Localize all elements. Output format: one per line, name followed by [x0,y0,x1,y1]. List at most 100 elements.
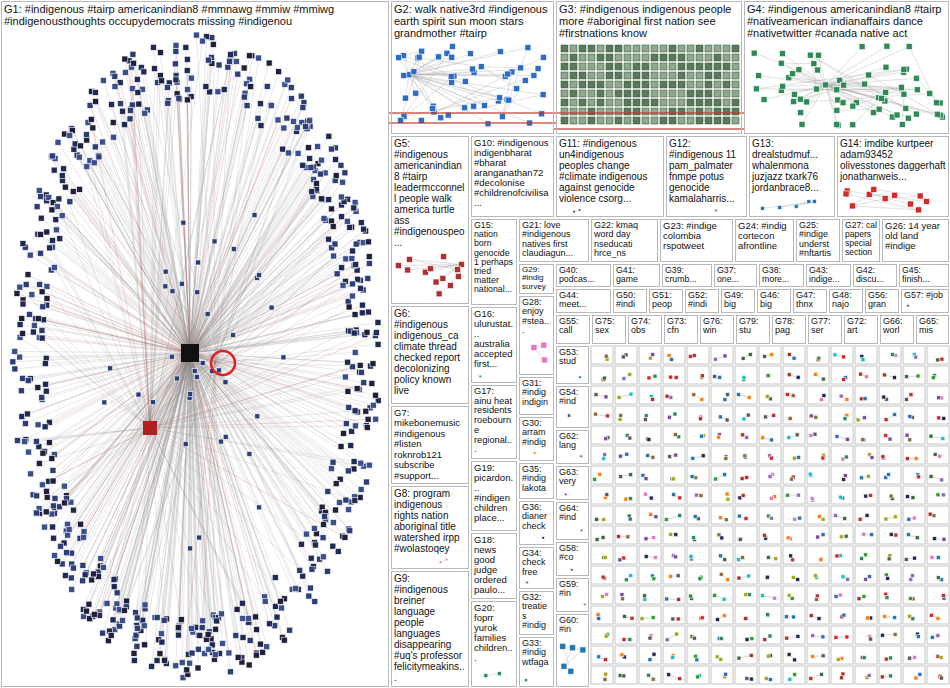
vertex-image [142,602,148,608]
vertex-image [82,572,88,578]
vertex-image [163,284,168,289]
vertex-image [136,392,141,397]
vertex-image [570,108,577,115]
vertex-image [540,54,546,60]
vertex-image [651,81,658,88]
vertex-image [27,252,33,258]
vertex-image [130,51,136,57]
vertex-image [723,81,730,88]
vertex-image [38,231,44,237]
tie-line [826,85,882,98]
vertex-image [604,395,608,399]
vertex-image [433,279,439,285]
vertex-image [112,73,118,79]
vertex-image [927,91,933,97]
vertex-image [331,253,337,259]
vertex-image [183,44,189,50]
vertex-image [89,577,95,583]
vertex-image [688,354,692,358]
tie-line [190,78,191,353]
vertex-image [567,414,570,417]
vertex-image [25,378,31,384]
vertex-image [936,358,940,362]
tie-line [87,167,150,428]
vertex-image [669,72,676,79]
vertex-image [25,272,31,278]
vertex-image [161,657,167,663]
tie-line [32,295,190,353]
vertex-image [61,166,67,172]
vertex-image [326,236,332,242]
vertex-image [568,668,574,674]
vertex-image [678,72,685,79]
vertex-image [193,32,199,38]
tie-line [869,194,910,204]
vertex-image [287,627,293,633]
vertex-image [815,52,821,58]
vertex-image [312,599,318,605]
vertex-image [321,215,327,221]
vertex-image [17,354,23,360]
vertex-image [561,99,568,106]
vertex-image [815,67,821,73]
vertex-image [665,394,669,398]
vertex-image [134,643,140,649]
vertex-image [49,153,55,159]
vertex-image [766,374,770,378]
vertex-image [342,534,348,540]
vertex-image [234,606,240,612]
tie-line [190,353,366,411]
vertex-image [597,81,604,88]
tie-line [39,353,190,509]
vertex-image [907,304,910,307]
vertex-image [22,421,28,427]
vertex-image [54,204,60,210]
vertex-image [696,108,703,115]
vertex-image [258,123,264,129]
vertex-image [705,99,712,106]
tie-line [852,199,885,206]
vertex-image [18,388,24,394]
tie-line [52,156,150,428]
tie-line [103,80,190,353]
vertex-image [606,72,613,79]
vertex-image [183,442,188,447]
vertex-image [732,117,739,124]
vertex-image [127,107,133,113]
vertex-image [330,459,336,465]
vertex-image [651,117,658,124]
vertex-image [334,271,340,277]
vertex-image [723,63,730,70]
vertex-image [67,132,73,138]
tie-line [190,353,249,665]
vertex-image [787,352,791,356]
vertex-image [351,466,357,472]
vertex-image [660,81,667,88]
tie-line [46,195,190,353]
vertex-image [732,45,739,52]
vertex-image [588,99,595,106]
tie-line [190,353,344,433]
tie-line [448,95,543,115]
tie-line [826,85,893,117]
vertex-image [233,58,239,64]
vertex-image [778,60,784,66]
vertex-image [315,144,321,150]
vertex-image [915,207,921,213]
tie-line [28,353,190,381]
vertex-image [723,54,730,61]
tie-line [190,268,342,353]
vertex-image [66,526,72,532]
vertex-image [338,162,344,168]
vertex-image [419,48,425,54]
vertex-image [184,67,190,73]
vertex-image [328,466,334,472]
vertex-image [606,90,613,97]
tie-line [781,63,873,112]
vertex-image [77,143,83,149]
vertex-image [303,531,309,537]
vertex-image [787,373,791,377]
tie-line [150,428,315,545]
group-cluster [531,342,547,363]
vertex-image [819,398,823,402]
